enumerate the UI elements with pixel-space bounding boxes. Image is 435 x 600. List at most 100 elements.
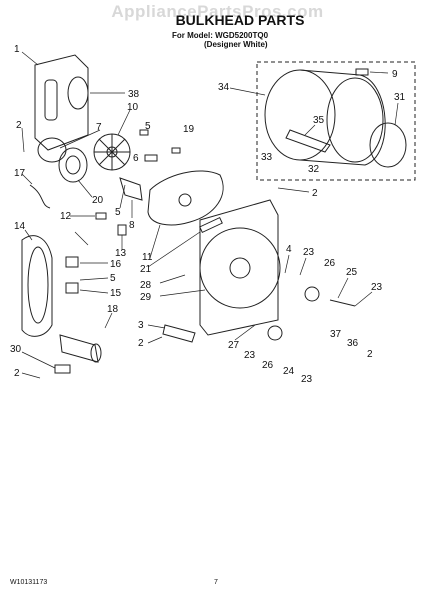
callout-8: 8 <box>129 220 135 231</box>
callout-12: 12 <box>60 211 72 222</box>
callout-11: 11 <box>142 252 153 263</box>
callout-27: 27 <box>228 340 240 351</box>
leader-15 <box>79 289 109 294</box>
heater-tube-end <box>90 343 102 363</box>
callout-17: 17 <box>14 168 26 179</box>
callout-18: 18 <box>107 304 119 315</box>
callout-3: 3 <box>138 320 144 331</box>
leader-3 <box>147 324 166 329</box>
callout-1: 1 <box>14 44 20 55</box>
igniter-30 <box>54 364 71 374</box>
sensor-cord-17 <box>29 184 51 209</box>
leader-5-mid <box>119 184 126 209</box>
housing-7 <box>37 137 67 163</box>
part-5-top <box>139 129 149 136</box>
leader-20 <box>77 179 93 198</box>
leader-23-b <box>354 291 373 307</box>
bearing-26-lower <box>267 325 283 341</box>
callout-10: 10 <box>127 102 139 113</box>
callout-2: 2 <box>312 188 318 199</box>
leader-31 <box>394 102 399 126</box>
leader-30 <box>21 351 56 369</box>
leader-35 <box>304 124 316 136</box>
leader-27 <box>234 324 256 341</box>
leader-14 <box>24 229 33 241</box>
leader-7 <box>59 129 101 149</box>
callout-23: 23 <box>301 374 313 385</box>
leader-28 <box>159 274 186 284</box>
callout-36: 36 <box>347 338 359 349</box>
gasket-38 <box>67 76 89 110</box>
page-number: 7 <box>214 579 218 586</box>
leader-4 <box>284 254 290 274</box>
drum-body <box>299 69 386 166</box>
callout-2: 2 <box>138 338 144 349</box>
callout-28: 28 <box>140 280 152 291</box>
callout-33: 33 <box>261 152 273 163</box>
callout-20: 20 <box>92 195 104 206</box>
variant-label: (Designer White) <box>204 40 268 49</box>
drum-assembly-box <box>256 61 416 181</box>
model-label: For Model: WGD5200TQ0 <box>172 31 269 40</box>
page-title: BULKHEAD PARTS <box>175 12 305 28</box>
blower-housing <box>58 147 88 183</box>
leader-21 <box>147 231 201 268</box>
callout-2: 2 <box>16 120 22 131</box>
bearing-26-upper <box>304 286 320 302</box>
heater-housing-14 <box>21 235 53 337</box>
heater-tube-18 <box>59 334 99 363</box>
callout-38: 38 <box>128 89 140 100</box>
callout-24: 24 <box>283 366 295 377</box>
thermostat-16 <box>65 256 79 268</box>
bracket-slot <box>44 79 58 121</box>
drum-ring-31 <box>369 122 407 168</box>
document-number: W10131173 <box>10 579 48 586</box>
leader-23-a <box>299 257 307 276</box>
callout-30: 30 <box>10 344 22 355</box>
leader-5-lower <box>79 277 109 281</box>
callout-2: 2 <box>367 349 373 360</box>
callout-19: 19 <box>183 124 195 135</box>
callout-15: 15 <box>110 288 122 299</box>
callout-7: 7 <box>96 122 102 133</box>
bulkhead-hub <box>229 257 251 279</box>
heater-panel <box>27 246 49 324</box>
drum-front-34 <box>264 69 336 161</box>
blower-hub <box>65 155 81 175</box>
leader-18 <box>104 312 113 329</box>
callout-14: 14 <box>14 221 26 232</box>
leader-2-a <box>21 127 25 153</box>
baffle-35 <box>285 129 331 153</box>
part-13 <box>117 224 127 236</box>
callout-26: 26 <box>324 258 336 269</box>
leader-10 <box>117 109 131 136</box>
callout-37: 37 <box>330 329 342 340</box>
clip-9 <box>355 68 369 76</box>
callout-21: 21 <box>140 264 152 275</box>
blower-duct-11 <box>147 170 224 226</box>
bracket-8 <box>119 177 143 201</box>
part-19 <box>171 147 181 154</box>
sensor-bracket-3 <box>162 324 196 343</box>
leader-17 <box>21 173 33 185</box>
part-12 <box>95 212 107 220</box>
leader-2-bottom <box>147 336 163 344</box>
callout-23: 23 <box>371 282 383 293</box>
duct-hole <box>178 193 192 207</box>
callout-5: 5 <box>145 121 151 132</box>
leader-34 <box>229 87 266 96</box>
leader-1 <box>21 51 39 66</box>
callout-31: 31 <box>394 92 406 103</box>
callout-35: 35 <box>313 115 325 126</box>
part-6 <box>144 154 158 162</box>
thermostat-15 <box>65 282 79 294</box>
front-panel-bracket <box>34 54 89 151</box>
roller-shaft <box>329 299 356 307</box>
callout-29: 29 <box>140 292 152 303</box>
callout-34: 34 <box>218 82 230 93</box>
callout-16: 16 <box>110 259 122 270</box>
callout-23: 23 <box>303 247 315 258</box>
leader-2-bl <box>21 372 41 379</box>
callout-4: 4 <box>286 244 292 255</box>
felt-21 <box>199 216 223 234</box>
